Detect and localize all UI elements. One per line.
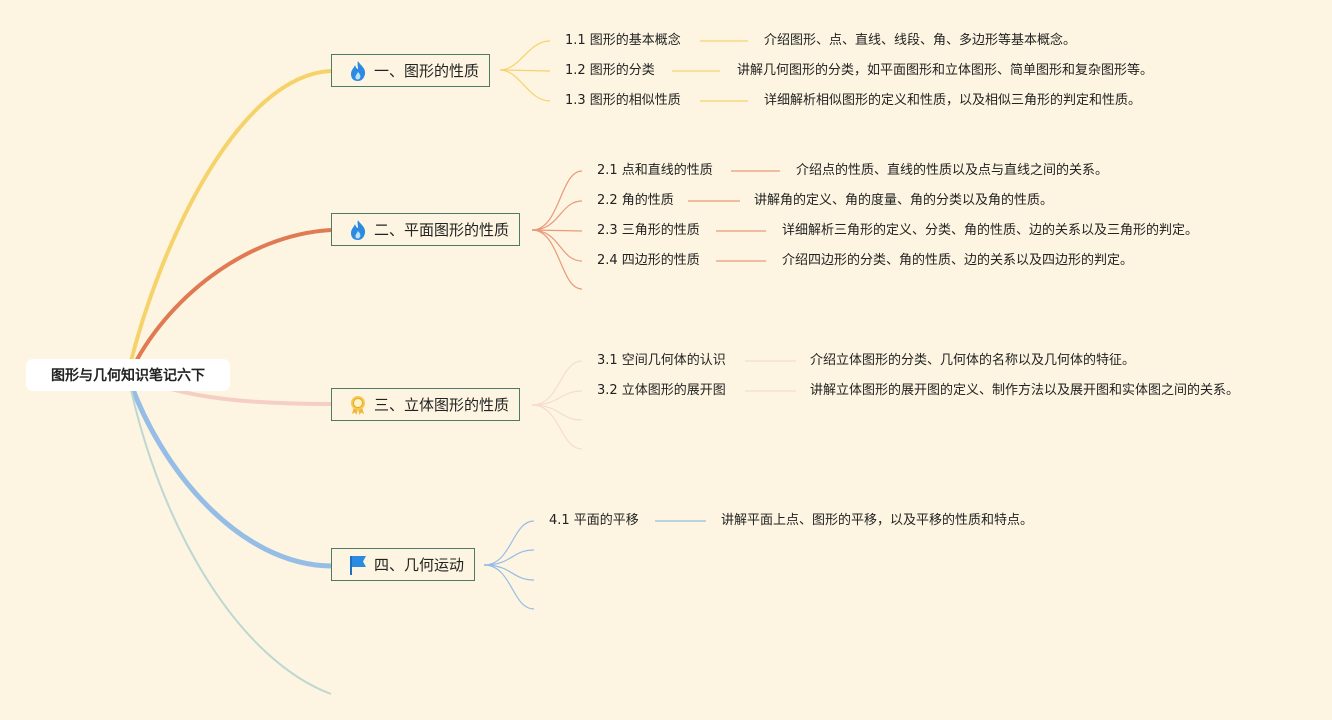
topic-desc[interactable]: 讲解角的定义、角的度量、角的分类以及角的性质。 — [754, 193, 1054, 208]
topic-label[interactable]: 1.1 图形的基本概念 — [565, 33, 681, 48]
topic-label[interactable]: 3.1 空间几何体的认识 — [597, 353, 726, 368]
topic-desc[interactable]: 介绍立体图形的分类、几何体的名称以及几何体的特征。 — [810, 353, 1136, 368]
branch-node-1[interactable]: 一、图形的性质 — [331, 54, 491, 87]
root-title: 图形与几何知识笔记六下 — [51, 368, 205, 384]
branch-1-connector — [126, 69, 332, 374]
branch-2-connector — [128, 228, 332, 374]
topic-desc[interactable]: 介绍四边形的分类、角的性质、边的关系以及四边形的判定。 — [782, 253, 1134, 268]
topic-label[interactable]: 3.2 立体图形的展开图 — [597, 383, 726, 398]
branch-node-4[interactable]: 四、几何运动 — [331, 548, 476, 581]
topic-desc[interactable]: 详细解析相似图形的定义和性质，以及相似三角形的判定和性质。 — [764, 93, 1142, 108]
root-node[interactable]: 图形与几何知识笔记六下 — [26, 359, 230, 391]
topic-desc[interactable]: 介绍点的性质、直线的性质以及点与直线之间的关系。 — [796, 163, 1109, 178]
fire-icon — [348, 60, 368, 81]
branch-title: 一、图形的性质 — [374, 62, 480, 80]
topic-label[interactable]: 2.4 四边形的性质 — [597, 253, 700, 268]
branch-title: 三、立体图形的性质 — [374, 396, 510, 414]
flag-icon — [348, 555, 368, 575]
branch-1-sub-connectors — [499, 40, 748, 102]
branch-4-sub-connectors — [483, 520, 706, 610]
topic-label[interactable]: 4.1 平面的平移 — [549, 513, 639, 528]
topic-label[interactable]: 2.3 三角形的性质 — [597, 223, 700, 238]
topic-desc[interactable]: 讲解立体图形的展开图的定义、制作方法以及展开图和实体图之间的关系。 — [810, 383, 1240, 398]
topic-desc[interactable]: 讲解几何图形的分类，如平面图形和立体图形、简单图形和复杂图形等。 — [737, 63, 1154, 78]
branch-5-connector — [127, 375, 332, 695]
topic-label[interactable]: 1.2 图形的分类 — [565, 63, 655, 78]
topic-desc[interactable]: 介绍图形、点、直线、线段、角、多边形等基本概念。 — [764, 33, 1077, 48]
topic-desc[interactable]: 讲解平面上点、图形的平移，以及平移的性质和特点。 — [721, 513, 1034, 528]
branch-2-sub-connectors — [531, 170, 780, 290]
topic-label[interactable]: 1.3 图形的相似性质 — [565, 93, 681, 108]
fire-icon — [348, 219, 368, 240]
branch-title: 四、几何运动 — [374, 556, 465, 574]
topic-label[interactable]: 2.2 角的性质 — [597, 193, 674, 208]
branch-node-3[interactable]: 三、立体图形的性质 — [331, 388, 521, 421]
topic-label[interactable]: 2.1 点和直线的性质 — [597, 163, 713, 178]
branch-4-connector — [125, 375, 332, 569]
branch-title: 二、平面图形的性质 — [374, 221, 510, 239]
branch-node-2[interactable]: 二、平面图形的性质 — [331, 213, 521, 246]
topic-desc[interactable]: 详细解析三角形的定义、分类、角的性质、边的关系以及三角形的判定。 — [782, 223, 1199, 238]
branch-3-sub-connectors — [531, 360, 796, 450]
medal-icon — [348, 395, 368, 415]
